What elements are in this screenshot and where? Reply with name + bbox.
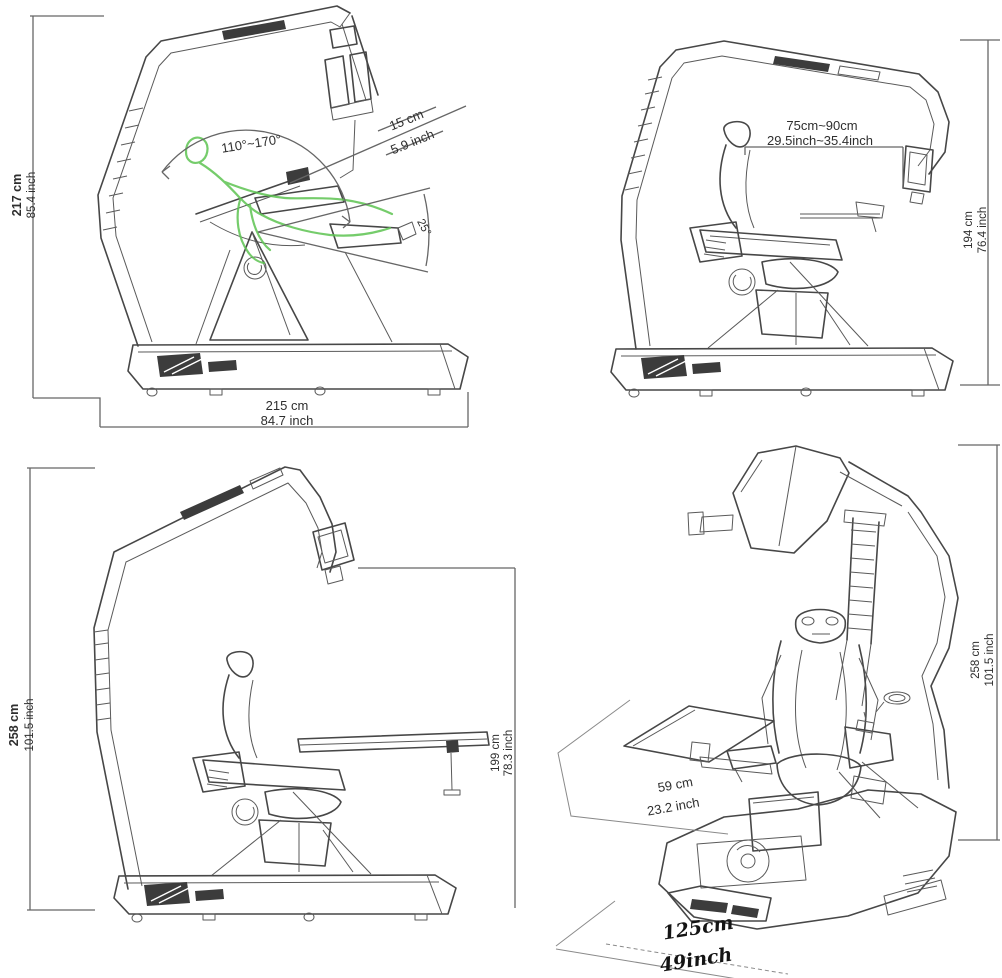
view-reclined-side: 110°~170° 15 cm 5.9 inch 25° 217 cm 85.4… xyxy=(10,5,469,428)
support-reclined xyxy=(195,231,393,345)
column-rungs xyxy=(93,629,112,721)
monitor-reclined xyxy=(324,15,379,179)
column-rungs xyxy=(624,76,663,191)
dim-recline-angle: 110°~170° xyxy=(161,129,351,229)
height-in-label: 101.5 inch xyxy=(24,698,36,751)
base-desk-view xyxy=(113,874,457,923)
height-cm-label: 217 cm xyxy=(10,174,24,216)
dim-height-desk-view: 258 cm 101.5 inch xyxy=(7,467,95,911)
dim-monitor-range: 75cm~90cm 29.5inch~35.4inch xyxy=(744,118,904,188)
recline-angle-label: 110°~170° xyxy=(220,131,282,155)
center-column xyxy=(835,509,887,707)
width-cm-label: 215 cm xyxy=(266,398,309,413)
view-desk-side: 258 cm 101.5 inch 199 cm 78.3 inch xyxy=(7,466,516,923)
base-reclined xyxy=(127,343,469,397)
height-cm-label: 258 cm xyxy=(7,704,21,746)
tilt-angle-label: 25° xyxy=(414,217,433,238)
chair-drawing-front xyxy=(623,445,959,930)
monitor-gap-cm: 15 cm xyxy=(387,106,425,133)
height-cm-label: 194 cm xyxy=(963,211,975,249)
tray-depth-cm: 59 cm xyxy=(656,774,693,795)
monitor-range-in: 29.5inch~35.4inch xyxy=(767,133,873,148)
base-upright xyxy=(610,347,954,398)
seat-front-view xyxy=(726,608,919,819)
desk-height-in: 78.3 inch xyxy=(503,730,515,777)
height-in-label: 76.4 inch xyxy=(977,207,989,254)
height-in-label: 85.4 inch xyxy=(26,172,38,219)
dim-tray-depth: 59 cm 23.2 inch xyxy=(557,699,729,835)
height-cm-label: 258 cm xyxy=(970,641,982,679)
monitor-desk-view xyxy=(312,522,355,585)
dim-height-upright: 194 cm 76.4 inch xyxy=(960,39,1000,386)
dim-height-front: 258 cm 101.5 inch xyxy=(958,444,1000,841)
tray-depth-in: 23.2 inch xyxy=(646,795,701,819)
view-front-perspective: 258 cm 101.5 inch 59 cm 23.2 inch 125cm … xyxy=(555,444,1000,978)
seat-upright xyxy=(689,120,885,349)
dim-base-width: 125cm 49inch xyxy=(555,900,789,978)
dim-tilt-angle: 25° xyxy=(257,187,433,273)
dim-monitor-distance: 15 cm 5.9 inch xyxy=(289,105,467,184)
dim-width-reclined: 215 cm 84.7 inch xyxy=(100,392,469,428)
chair-drawing-desk xyxy=(93,466,490,923)
monitor-upright xyxy=(902,145,934,205)
seat-desk-view xyxy=(192,650,372,877)
monitor-range-cm: 75cm~90cm xyxy=(786,118,857,133)
human-silhouette xyxy=(184,136,394,265)
dim-height-reclined: 217 cm 85.4 inch xyxy=(10,15,104,427)
chair-drawing-upright xyxy=(610,40,954,398)
seat-reclined xyxy=(195,167,417,249)
monitor-front-view xyxy=(687,445,850,554)
base-front-view xyxy=(658,789,957,930)
desk-height-cm: 199 cm xyxy=(490,734,502,772)
desk-surface xyxy=(297,731,490,796)
keyboard-tray xyxy=(623,705,775,775)
chair-drawing-reclined xyxy=(97,5,469,397)
column-rungs xyxy=(102,107,144,231)
view-upright-side: 75cm~90cm 29.5inch~35.4inch 194 cm 76.4 … xyxy=(610,39,1000,398)
base-width-cm: 125cm xyxy=(661,912,735,945)
dim-desk-height: 199 cm 78.3 inch xyxy=(358,567,516,908)
width-in-label: 84.7 inch xyxy=(261,413,314,428)
height-in-label: 101.5 inch xyxy=(984,633,996,686)
